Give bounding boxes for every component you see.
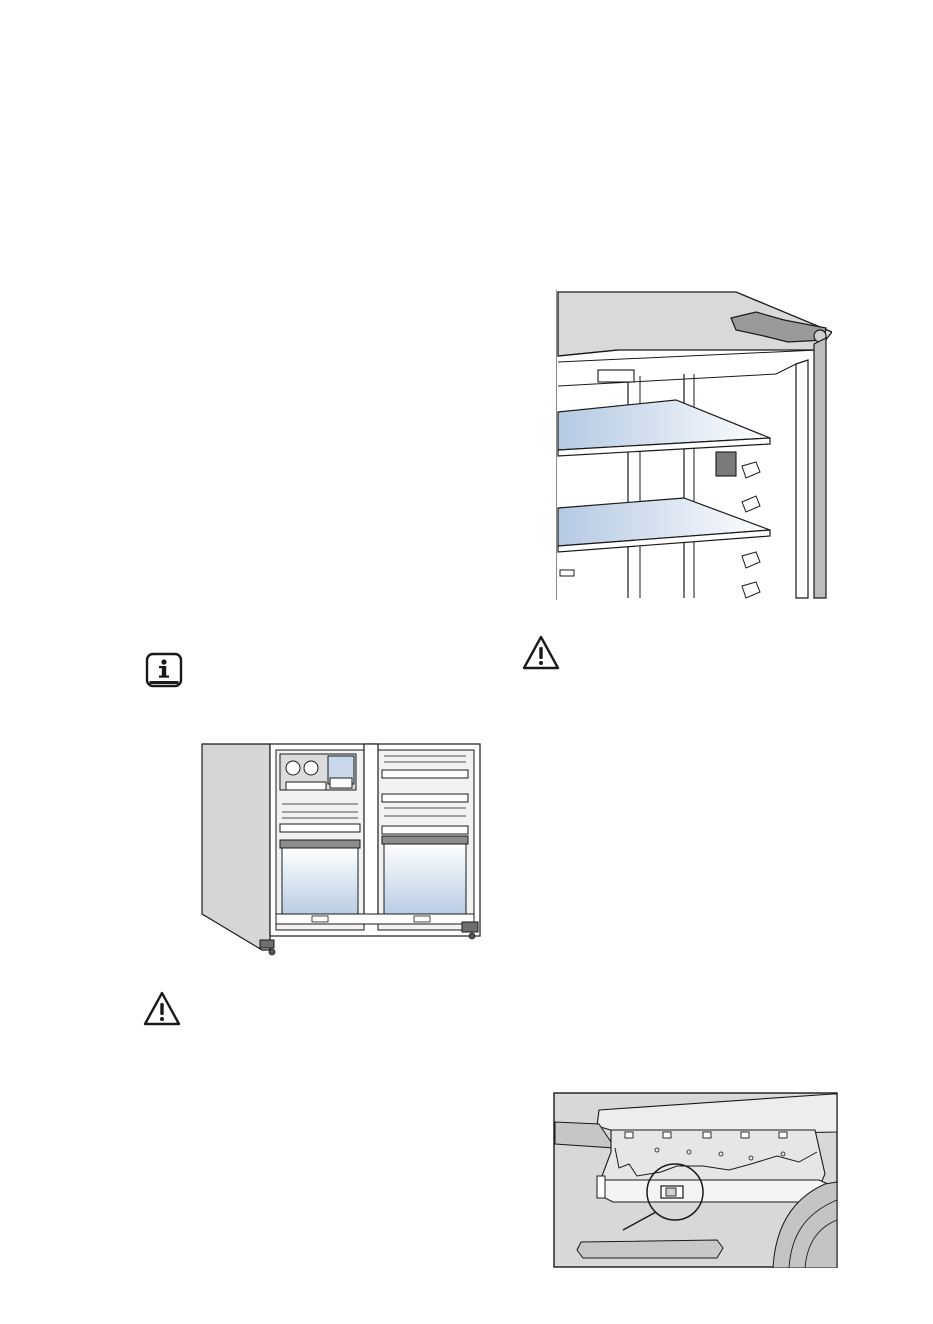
fridge-open-figure (200, 742, 486, 956)
ceiling-detail-illustration (553, 1092, 838, 1268)
warning-triangle-icon (521, 634, 561, 672)
warning-triangle-icon (142, 990, 182, 1028)
shelves-figure (556, 290, 832, 600)
ceiling-detail-figure (553, 1092, 838, 1268)
fridge-open-illustration (200, 742, 486, 956)
shelves-illustration (556, 290, 832, 600)
info-icon (145, 652, 183, 688)
